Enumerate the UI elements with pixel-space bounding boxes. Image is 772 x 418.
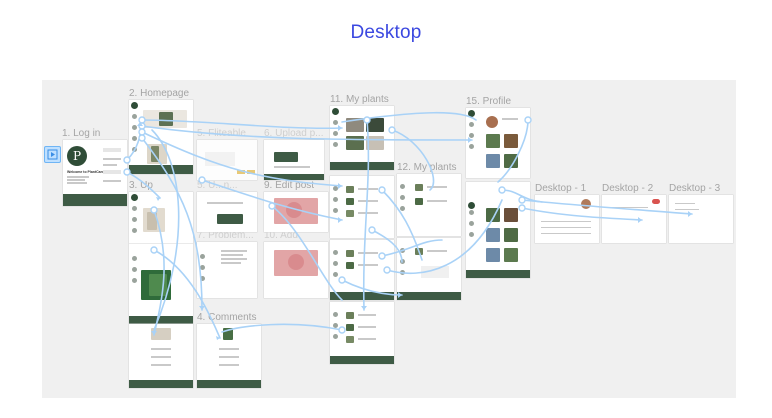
frame-my-plants-12[interactable]	[397, 174, 461, 236]
frame-edit-post[interactable]	[264, 192, 328, 232]
design-canvas[interactable]: 1. Log in 2. Homepage 3. Up 4. Comments …	[42, 80, 736, 398]
frame-label-desktop-3[interactable]: Desktop - 3	[669, 183, 721, 194]
frame-homepage[interactable]	[129, 100, 193, 174]
frame-label-desktop-1[interactable]: Desktop - 1	[535, 183, 587, 194]
page-title: Desktop	[350, 22, 422, 43]
frame-profile-b[interactable]	[466, 182, 530, 278]
frame-profile[interactable]	[466, 108, 530, 178]
frame-upload[interactable]	[264, 140, 324, 180]
frame-label-login[interactable]: 1. Log in	[62, 128, 101, 139]
frame-desktop-1[interactable]	[535, 195, 599, 243]
frame-label-desktop-2[interactable]: Desktop - 2	[602, 183, 654, 194]
frame-comments-a[interactable]	[129, 324, 193, 388]
frame-label-comments[interactable]: 4. Comments	[197, 312, 257, 323]
play-icon[interactable]	[44, 146, 61, 163]
frame-plant-detail[interactable]	[129, 244, 193, 324]
frame-comments-b[interactable]	[197, 324, 261, 388]
frame-problem[interactable]	[197, 242, 257, 298]
frame-plant-list-a[interactable]	[330, 176, 394, 238]
frame-label-faded[interactable]: 6. Upload p...	[264, 128, 324, 139]
welcome-text: Welcome to PlantCare!	[67, 170, 106, 174]
frame-footer	[63, 194, 127, 206]
frame-label-profile[interactable]: 15. Profile	[466, 96, 512, 107]
frame-desktop-3[interactable]	[669, 195, 733, 243]
frame-my-plants-11[interactable]	[330, 106, 394, 170]
frame-filterable[interactable]	[197, 140, 257, 180]
frame-label-my-plants-11[interactable]: 11. My plants	[330, 94, 389, 105]
frame-label-faded[interactable]: 5. U...n...	[197, 180, 238, 191]
frame-my-plants-12b[interactable]	[397, 238, 461, 300]
frame-label-homepage[interactable]: 2. Homepage	[129, 88, 190, 99]
frame-plant-list-c[interactable]	[330, 302, 394, 364]
frame-faded-mid[interactable]	[197, 192, 257, 232]
frame-add[interactable]	[264, 242, 328, 298]
frame-desktop-2[interactable]	[602, 195, 666, 243]
logo: P	[67, 146, 87, 166]
play-icon-glyph	[47, 149, 58, 160]
frame-label-faded[interactable]: 7. Problem...	[197, 230, 254, 241]
frame-login[interactable]: P Welcome to PlantCare!	[63, 140, 127, 206]
frame-label-edit-post[interactable]: 9. Edit post	[264, 180, 315, 191]
frame-label-my-plants-12[interactable]: 12. My plants	[397, 162, 457, 173]
frame-plant-list-b[interactable]	[330, 240, 394, 300]
frame-label-faded[interactable]: 5. Fliteable	[197, 128, 246, 139]
frame-label-up[interactable]: 3. Up	[129, 180, 153, 191]
